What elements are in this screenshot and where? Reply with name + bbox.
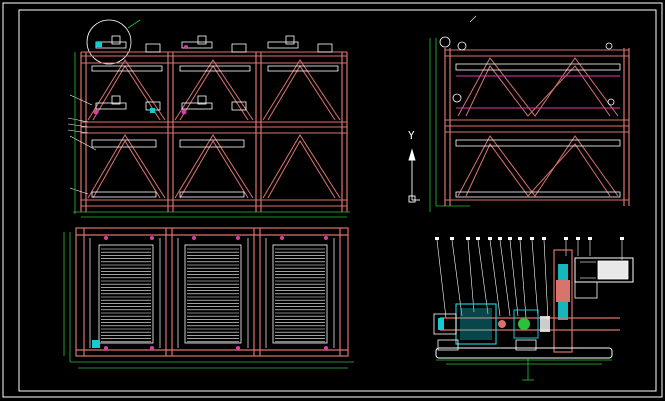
top-view: [63, 227, 354, 369]
front-dimensions: [73, 52, 350, 218]
front-leaders: [67, 94, 97, 195]
front-view: [67, 19, 350, 218]
top-frame: [75, 227, 349, 357]
top-rails: [89, 238, 335, 348]
front-pallets: [91, 65, 339, 198]
drive-leader-ticks: [435, 237, 624, 240]
y-axis-label: Y: [408, 129, 415, 142]
side-accent-lines: [456, 75, 620, 109]
side-dimensions: [429, 38, 470, 212]
drive-motor: [574, 257, 634, 299]
side-columns: [444, 48, 630, 206]
drive-base: [435, 339, 613, 381]
drive-leaders: [436, 239, 623, 321]
detail-callout-circle: [86, 19, 132, 65]
drive-detail: [433, 237, 634, 381]
front-detail-parts: [96, 42, 155, 113]
top-detail-part: [92, 340, 100, 348]
side-beams: [445, 49, 629, 201]
side-diagonals: [457, 57, 619, 197]
side-top-fittings: [439, 36, 615, 106]
ucs-axis-icon: [408, 148, 420, 203]
front-beams: [81, 51, 347, 207]
side-pallets: [455, 63, 621, 198]
drive-sprocket-plate: [553, 249, 573, 353]
drive-shaft: [433, 303, 620, 345]
top-pallets: [98, 244, 328, 344]
top-dimensions: [63, 232, 354, 369]
top-markers: [104, 236, 328, 350]
side-view: [429, 15, 630, 212]
